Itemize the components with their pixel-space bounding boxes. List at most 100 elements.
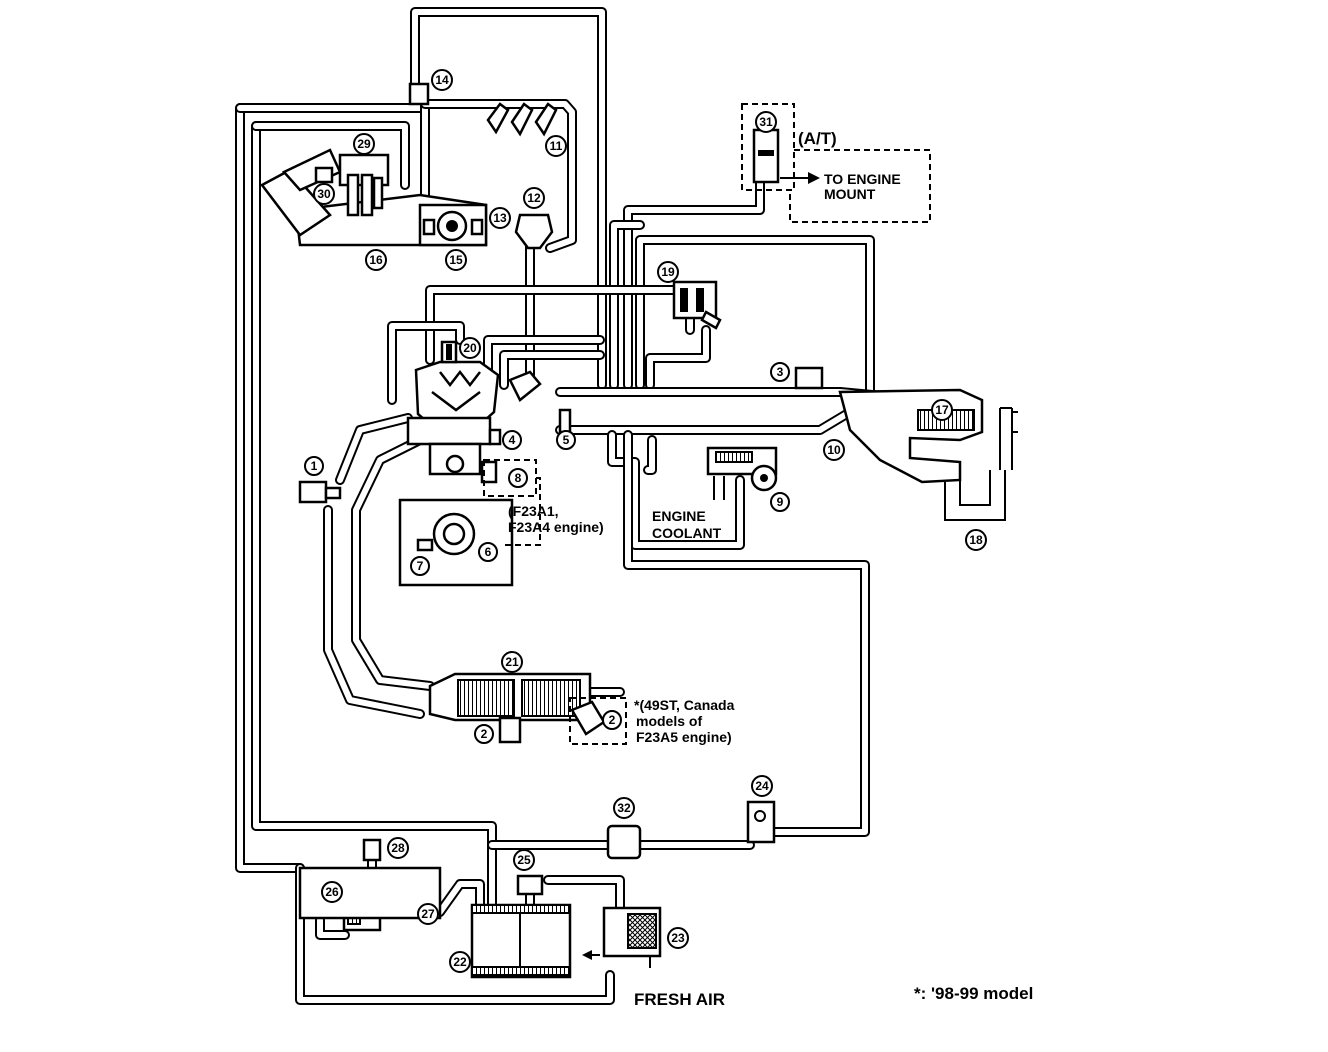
label-to-engine: TO ENGINE — [824, 171, 901, 187]
callout-number: 15 — [449, 253, 463, 267]
callout-circle — [513, 849, 535, 871]
callout-circle — [478, 542, 498, 562]
callout-number: 21 — [505, 655, 519, 669]
label-engine-note-1: (F23A1, — [508, 503, 559, 519]
component-25-valve — [516, 874, 544, 896]
air-intake-resonator — [838, 388, 1018, 521]
callout-circle — [304, 456, 324, 476]
callout-number: 29 — [357, 137, 371, 151]
callout-number: 10 — [827, 443, 841, 457]
callout-number: 8 — [515, 471, 522, 485]
engine-block — [398, 360, 541, 587]
callout-circle — [501, 651, 523, 673]
callout-circle — [353, 133, 375, 155]
callout-number: 17 — [935, 403, 949, 417]
callout-number: 16 — [369, 253, 383, 267]
callout-number: 3 — [777, 365, 784, 379]
component-20-sensor — [440, 340, 458, 364]
callout-circle — [657, 261, 679, 283]
callout-number: 18 — [969, 533, 983, 547]
throttle-body-assembly — [260, 148, 488, 247]
callout-circle — [365, 249, 387, 271]
callout-circle — [474, 724, 494, 744]
callout-number: 1 — [311, 459, 318, 473]
label-model-note-2: models of — [636, 713, 702, 729]
callout-circle — [751, 775, 773, 797]
callout-circle — [770, 362, 790, 382]
callout-circle — [410, 556, 430, 576]
component-9-idle-control — [706, 446, 778, 500]
callout-circle — [965, 529, 987, 551]
footnote: *: '98-99 model — [914, 984, 1033, 1003]
callout-circle — [613, 797, 635, 819]
component-23-filter — [582, 906, 662, 968]
label-coolant: COOLANT — [652, 525, 722, 541]
component-24-valve — [746, 800, 776, 844]
callout-circle — [823, 439, 845, 461]
component-19-solenoid — [672, 280, 722, 330]
callout-number: 28 — [391, 841, 405, 855]
label-engine-note-2: F23A4 engine) — [508, 519, 604, 535]
callout-circle — [313, 183, 335, 205]
callout-number: 14 — [435, 73, 449, 87]
callout-circle — [489, 207, 511, 229]
component-14-valve — [408, 82, 430, 106]
callout-circle — [931, 399, 953, 421]
callout-circle — [602, 710, 622, 730]
callout-number: 32 — [617, 801, 631, 815]
label-mount: MOUNT — [824, 186, 876, 202]
callout-number: 27 — [421, 907, 435, 921]
callout-circle — [770, 492, 790, 512]
component-12-regulator — [514, 213, 554, 250]
callout-circle — [387, 837, 409, 859]
component-3-sensor — [794, 366, 824, 390]
callout-number: 4 — [509, 433, 516, 447]
callout-number: 12 — [527, 191, 541, 205]
callout-number: 5 — [563, 433, 570, 447]
text-labels: (A/T) TO ENGINE MOUNT ENGINE COOLANT (F2… — [508, 129, 1033, 1009]
callout-number: 11 — [550, 139, 563, 153]
label-at: (A/T) — [798, 129, 837, 148]
callout-number: 9 — [777, 495, 784, 509]
callout-number: 2 — [609, 713, 616, 727]
callout-circle — [417, 903, 439, 925]
callout-circle — [755, 111, 777, 133]
callout-number: 25 — [517, 853, 531, 867]
component-31-valve — [741, 103, 931, 223]
callout-number: 26 — [325, 885, 339, 899]
label-engine: ENGINE — [652, 508, 706, 524]
charcoal-canister — [470, 903, 572, 979]
callout-circle — [502, 430, 522, 450]
callout-number: 22 — [453, 955, 467, 969]
intake-nozzle — [508, 370, 542, 402]
callouts: 1 2 2 3 4 5 6 7 8 9 10 11 12 13 14 15 16… — [304, 69, 987, 973]
label-model-note-1: *(49ST, Canada — [634, 697, 735, 713]
callout-circle — [445, 249, 467, 271]
callout-circle — [545, 135, 567, 157]
callout-number: 13 — [493, 211, 507, 225]
fuel-injectors — [486, 102, 558, 137]
callout-circle — [556, 430, 576, 450]
callout-number: 24 — [755, 779, 769, 793]
callout-circle — [459, 337, 481, 359]
component-1-sensor — [298, 480, 342, 504]
callout-circle — [523, 187, 545, 209]
callout-number: 7 — [417, 559, 424, 573]
callout-number: 30 — [317, 187, 331, 201]
callout-number: 20 — [463, 341, 477, 355]
callout-number: 31 — [759, 115, 773, 129]
component-32-filter — [606, 824, 642, 860]
callout-circle — [321, 881, 343, 903]
callout-circle — [431, 69, 453, 91]
callout-circle — [449, 951, 471, 973]
callout-circle — [508, 468, 528, 488]
callout-circle — [667, 927, 689, 949]
callout-number: 6 — [485, 545, 492, 559]
catalytic-converter — [428, 672, 627, 745]
component-5-sensor — [558, 408, 572, 434]
callout-number: 19 — [661, 265, 675, 279]
callout-number: 2 — [481, 727, 488, 741]
label-model-note-3: F23A5 engine) — [636, 729, 732, 745]
label-fresh-air: FRESH AIR — [634, 990, 725, 1009]
